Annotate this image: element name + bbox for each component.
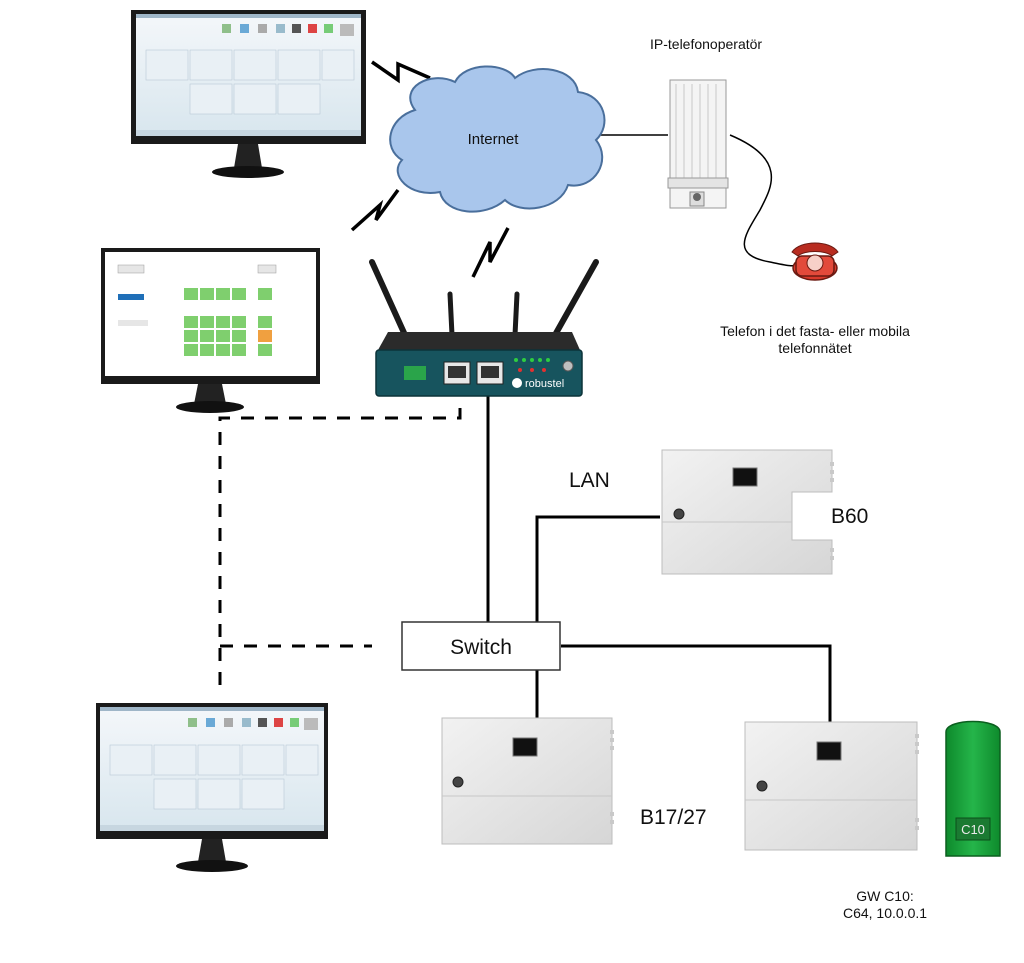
connection-lines [218,134,832,722]
phone-cord [729,134,801,267]
lightning-bolt-icon [371,60,431,84]
cloud-icon [389,65,606,213]
internet-cloud: Internet [389,65,606,213]
phone-network-label-line2: telefonnätet [778,340,852,356]
panel-lock-icon [673,508,685,520]
ip-operator-label: IP-telefonoperatör [650,36,763,52]
phone-network-label-line1: Telefon i det fasta- eller mobila [720,323,910,339]
lightning-bolt-icon [350,188,400,232]
monitor-middle [101,248,320,413]
gateway-label-line2: C64, 10.0.0.1 [842,905,928,921]
panel-display [816,741,842,761]
switch-device: Switch [401,621,561,671]
panel-lock-icon [452,776,464,788]
internet-label: Internet [468,131,520,148]
gateway-label-line1: GW C10: [856,888,914,904]
lan-link-switch-b60 [535,515,660,622]
panel-lock-icon [756,780,768,792]
wireless-link-dashed [218,408,462,690]
toolbar-icons [222,24,354,36]
panel-display [512,737,538,757]
wireless-bolts [350,60,510,278]
b60-label: B60 [831,505,869,528]
building-icon [669,79,727,209]
monitor-bottom [96,703,328,872]
toolbar-icons [188,718,318,730]
control-panel-b17 [441,717,614,845]
router-antennas [369,259,599,338]
control-panel-b60 [661,449,834,575]
router-brand-label: robustel [525,378,564,390]
telephone-icon [791,242,839,281]
lightning-bolt-icon [471,227,510,278]
gateway-label: GW C10: C64, 10.0.0.1 [820,888,950,922]
gateway-module-label: C10 [961,822,985,837]
lan-link-switch-panel [561,644,832,722]
dashboard-tiles [145,49,355,115]
gateway-module: C10 [945,720,1001,857]
dashboard-tiles [109,744,319,810]
panel-display [732,467,758,487]
status-grid [184,288,272,356]
switch-label: Switch [450,636,512,659]
ip-operator-building [667,79,729,209]
monitor-top [131,10,366,178]
b17-27-label: B17/27 [640,806,707,829]
router-device: robustel [369,259,599,397]
control-panel-right [744,721,919,851]
robustel-logo-icon [512,378,522,388]
phone-network-label: Telefon i det fasta- eller mobila telefo… [695,323,935,357]
lan-label: LAN [569,469,610,492]
